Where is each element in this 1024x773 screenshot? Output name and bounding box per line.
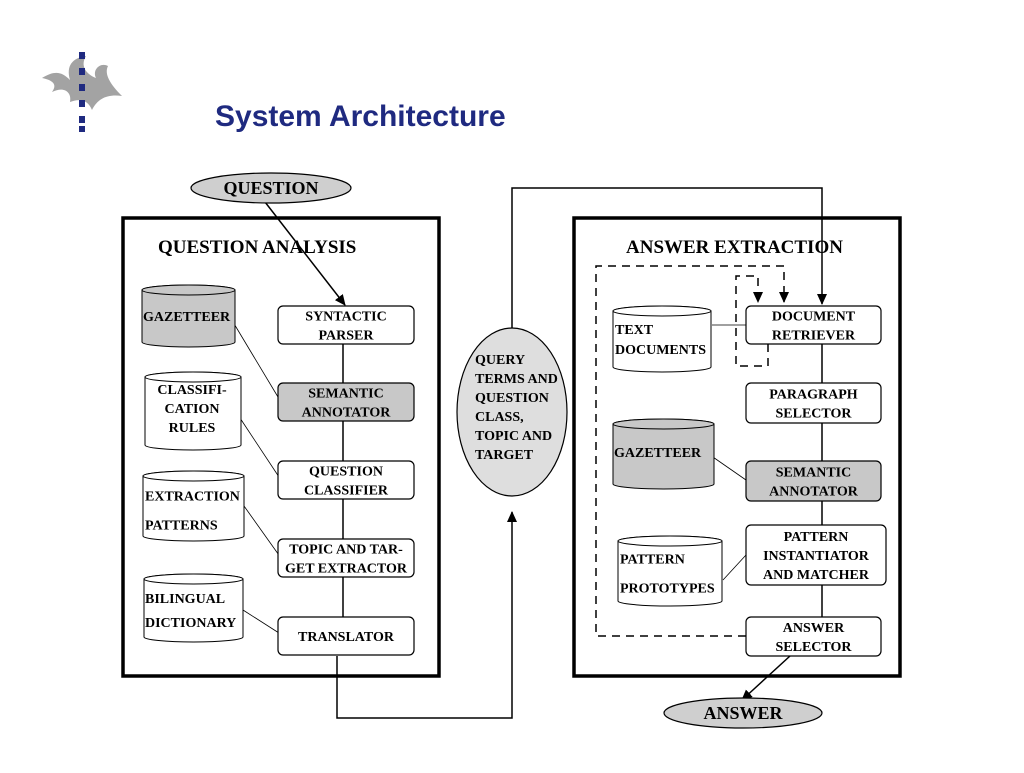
qa-step-translator: TRANSLATOR: [277, 616, 415, 656]
qa-step-syntactic-parser-line: SYNTACTIC: [305, 310, 386, 325]
qa-step-translator-line: TRANSLATOR: [298, 630, 395, 645]
qa-step-syntactic-parser-line: PARSER: [319, 329, 375, 344]
ae-step-answer-selector: ANSWER SELECTOR: [745, 616, 882, 657]
question-analysis-title: QUESTION ANALYSIS: [158, 237, 356, 258]
feedback-loop-inner: [735, 275, 769, 367]
ae-step-pattern-matcher-line: PATTERN: [784, 530, 849, 545]
qa-step-syntactic-parser-box: [277, 305, 415, 345]
answer-node: ANSWER: [663, 697, 823, 729]
qa-db-bilingual-dictionary: BILINGUAL DICTIONARY: [143, 573, 244, 643]
qa-db-classification-rules-line: CLASSIFI-: [157, 383, 227, 398]
qa-db-classification-rules-line: CATION: [165, 402, 220, 417]
answer-label: ANSWER: [703, 703, 783, 723]
qa-db-extraction-patterns-line: EXTRACTION: [145, 490, 240, 505]
query-line: QUERY: [475, 353, 525, 368]
qa-db-gazetteer: GAZETTEER: [141, 284, 236, 348]
ae-step-answer-selector-line: SELECTOR: [776, 640, 853, 655]
ae-step-paragraph-selector: PARAGRAPH SELECTOR: [745, 382, 882, 424]
ae-db-text-documents: TEXT DOCUMENTS: [612, 305, 712, 373]
qa-step-semantic-annotator: SEMANTIC ANNOTATOR: [277, 382, 415, 422]
feedback-loops: [595, 265, 789, 637]
qa-step-question-classifier-box: [277, 460, 415, 500]
qa-db-extraction-patterns-top: [142, 470, 245, 482]
question-label: QUESTION: [223, 178, 318, 198]
ae-db-gazetteer-top: [612, 418, 715, 430]
qa-db-classification-rules: CLASSIFI- CATION RULES: [144, 371, 242, 451]
feedback-loop-outer: [595, 265, 789, 637]
qa-step-question-classifier-line: CLASSIFIER: [304, 484, 389, 499]
resource-links: [232, 321, 747, 634]
ae-step-paragraph-selector-line: PARAGRAPH: [769, 388, 858, 403]
ae-step-pattern-matcher-line: AND MATCHER: [763, 568, 870, 583]
qa-step-semantic-annotator-line: SEMANTIC: [308, 387, 383, 402]
edge-query-to-retriever: [511, 187, 827, 328]
ae-db-text-documents-line: TEXT: [615, 323, 654, 338]
answer-extraction-panel: [572, 216, 902, 678]
ae-step-document-retriever-line: DOCUMENT: [772, 310, 856, 325]
ae-db-text-documents-top: [612, 305, 712, 317]
qa-step-syntactic-parser: SYNTACTIC PARSER: [277, 305, 415, 345]
qa-step-translator-box: [277, 616, 415, 656]
qa-db-classification-rules-top: [144, 371, 242, 383]
query-node: QUERY TERMS AND QUESTION CLASS, TOPIC AND TAR…: [456, 327, 568, 497]
qa-db-bilingual-dictionary-top: [143, 573, 244, 585]
ae-step-paragraph-selector-box: [745, 382, 882, 424]
qa-step-semantic-annotator-line: ANNOTATOR: [302, 406, 392, 421]
query-line: TARGET: [475, 448, 534, 463]
qa-db-classification-rules-line: RULES: [169, 421, 216, 436]
qa-step-question-classifier: QUESTION CLASSIFIER: [277, 460, 415, 500]
qa-step-question-classifier-line: QUESTION: [309, 465, 383, 480]
ae-db-pattern-prototypes-line: PROTOTYPES: [620, 582, 715, 597]
edge-selector-to-answer: [741, 655, 791, 701]
qa-step-topic-target-extractor-box: [277, 538, 415, 578]
ae-db-text-documents-line: DOCUMENTS: [615, 343, 706, 358]
ae-step-pattern-matcher: PATTERN INSTANTIATOR AND MATCHER: [745, 524, 887, 586]
query-line: TOPIC AND: [475, 429, 552, 444]
question-analysis-panel: [121, 216, 441, 678]
qa-step-topic-target-extractor-line: TOPIC AND TAR-: [289, 543, 403, 558]
ae-step-answer-selector-line: ANSWER: [783, 621, 845, 636]
ae-db-gazetteer: GAZETTEER: [612, 418, 715, 490]
ae-step-pattern-matcher-box: [745, 524, 887, 586]
ae-db-pattern-prototypes-top: [617, 535, 723, 547]
ae-step-paragraph-selector-line: SELECTOR: [776, 407, 853, 422]
query-line: TERMS AND: [475, 372, 558, 387]
ae-step-document-retriever: DOCUMENT RETRIEVER: [745, 305, 882, 345]
university-flame-logo-icon: [42, 52, 122, 132]
qa-db-extraction-patterns: EXTRACTION PATTERNS: [142, 470, 245, 542]
ae-step-semantic-annotator-line: ANNOTATOR: [769, 485, 859, 500]
ae-step-pattern-matcher-line: INSTANTIATOR: [763, 549, 870, 564]
ae-step-document-retriever-box: [745, 305, 882, 345]
ae-step-semantic-annotator: SEMANTIC ANNOTATOR: [745, 460, 882, 502]
qa-db-gazetteer-line: GAZETTEER: [143, 310, 231, 325]
ae-db-pattern-prototypes-line: PATTERN: [620, 553, 685, 568]
question-node: QUESTION: [190, 172, 352, 204]
ae-step-semantic-annotator-box: [745, 460, 882, 502]
qa-db-bilingual-dictionary-line: DICTIONARY: [145, 616, 236, 631]
ae-step-semantic-annotator-line: SEMANTIC: [776, 466, 851, 481]
query-line: CLASS,: [475, 410, 524, 425]
qa-step-topic-target-extractor: TOPIC AND TAR- GET EXTRACTOR: [277, 538, 415, 578]
query-line: QUESTION: [475, 391, 549, 406]
ae-step-answer-selector-box: [745, 616, 882, 657]
edge-translator-to-query: [336, 511, 517, 719]
qa-db-bilingual-dictionary-line: BILINGUAL: [145, 592, 225, 607]
slide-title: System Architecture: [215, 100, 506, 133]
ae-step-document-retriever-line: RETRIEVER: [772, 329, 856, 344]
ae-db-gazetteer-line: GAZETTEER: [614, 446, 702, 461]
qa-step-semantic-annotator-box: [277, 382, 415, 422]
qa-step-topic-target-extractor-line: GET EXTRACTOR: [285, 562, 408, 577]
ae-db-pattern-prototypes: PATTERN PROTOTYPES: [617, 535, 723, 607]
qa-db-gazetteer-top: [141, 284, 236, 296]
answer-extraction-title: ANSWER EXTRACTION: [626, 237, 843, 258]
qa-db-extraction-patterns-line: PATTERNS: [145, 519, 218, 534]
